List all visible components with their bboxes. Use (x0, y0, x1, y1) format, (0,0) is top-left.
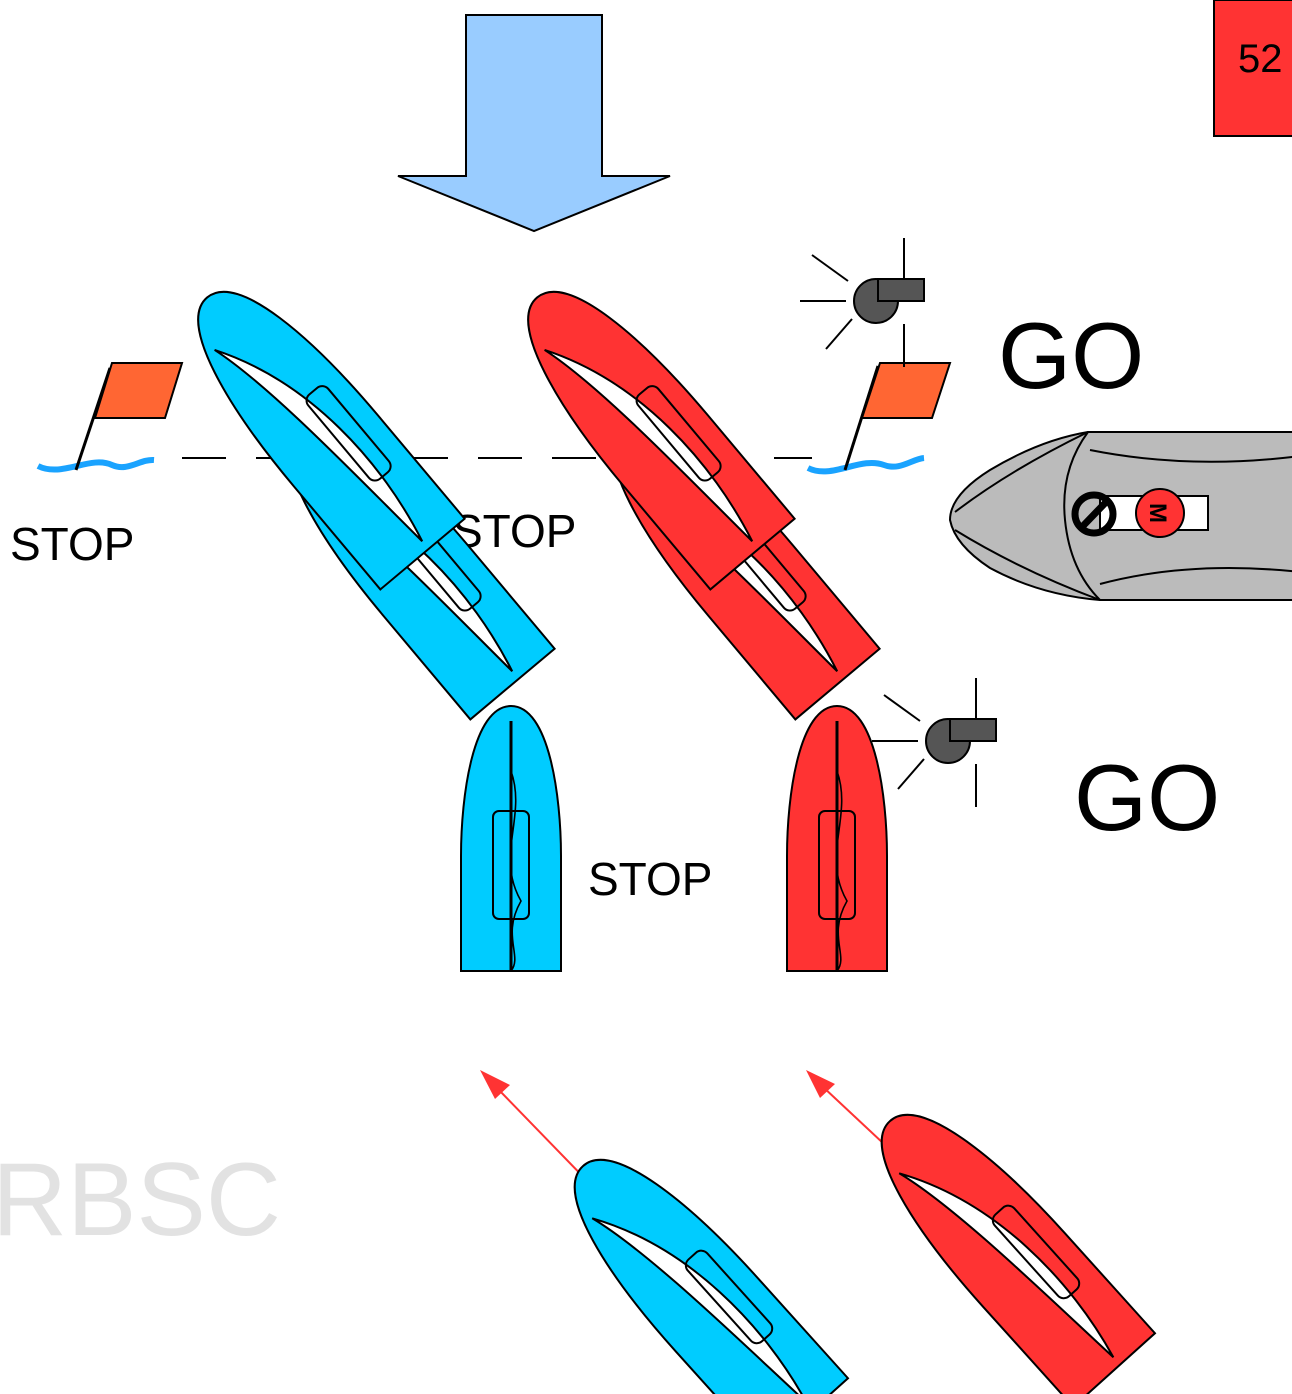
flag-icon (860, 362, 952, 419)
go-label-upper: GO (998, 303, 1144, 408)
flag-icon (93, 362, 184, 419)
page-number: 52 (1238, 37, 1283, 81)
no-entry-icon (1071, 491, 1117, 537)
page-number-badge: 52 (1213, 0, 1292, 137)
course-arrow-icon (806, 1070, 885, 1145)
water-wave-icon (36, 456, 155, 473)
stop-label-mid: STOP (452, 505, 576, 557)
watermark: RBSC (0, 1142, 281, 1258)
blue-boat (459, 704, 563, 973)
red-boat (848, 1083, 1156, 1394)
stop-label-left: STOP (10, 518, 134, 570)
whistle-icon (871, 677, 997, 808)
flag-m-letter: M (1144, 503, 1171, 523)
blue-boat (164, 261, 466, 591)
go-label-lower: GO (1074, 745, 1220, 850)
blue-boat (541, 1128, 849, 1394)
water-wave-icon (806, 455, 925, 475)
stop-label-lower: STOP (588, 853, 712, 905)
wind-arrow-icon (397, 14, 671, 233)
pin-end-mark (36, 362, 184, 473)
whistle-icon (799, 237, 925, 368)
flag-m-icon (1135, 488, 1185, 538)
committee-boat: M (948, 431, 1292, 601)
red-boat (785, 704, 889, 973)
committee-end-mark (806, 362, 952, 475)
